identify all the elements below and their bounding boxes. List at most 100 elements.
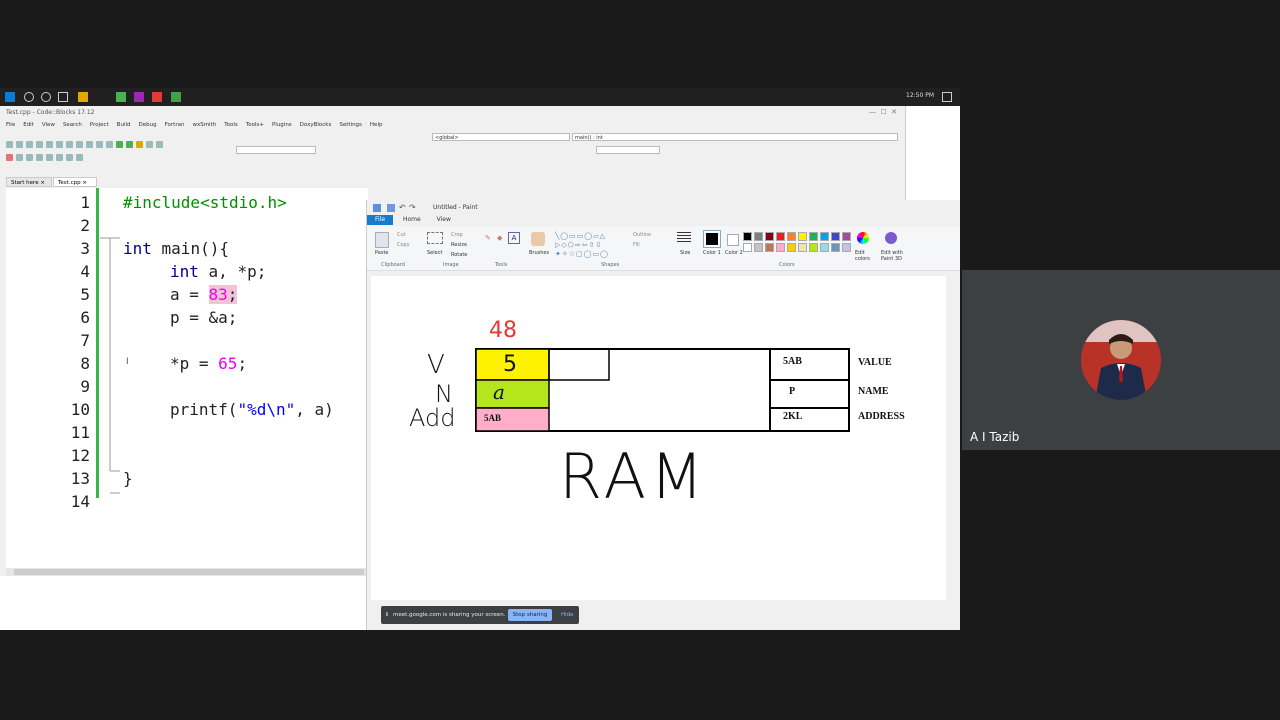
color-swatch[interactable] [820,243,829,252]
menu-item[interactable]: File [6,122,16,128]
copy-icon[interactable] [76,141,83,148]
color-swatch[interactable] [820,232,829,241]
scope-select[interactable]: <global> [432,133,570,141]
stop-sharing-button[interactable]: Stop sharing [508,609,552,621]
paste-button[interactable]: Paste [375,250,389,256]
menu-item[interactable]: Help [369,122,383,128]
menu-item[interactable]: Settings [339,122,362,128]
color-swatch[interactable] [765,232,774,241]
undo-icon[interactable] [46,141,53,148]
color-swatch[interactable] [798,243,807,252]
color-swatch[interactable] [754,232,763,241]
color-swatch[interactable] [787,232,796,241]
menu-item[interactable]: wxSmith [192,122,217,128]
save-icon[interactable] [26,141,33,148]
color1-button[interactable] [703,230,721,248]
rebuild-icon[interactable] [146,141,153,148]
color-swatch[interactable] [765,243,774,252]
new-file-icon[interactable] [6,141,13,148]
color-swatch[interactable] [776,232,785,241]
scrollbar-thumb[interactable] [14,569,364,575]
find-combo[interactable] [596,146,660,154]
menu-item[interactable]: Search [62,122,82,128]
color-swatch[interactable] [743,243,752,252]
menu-item[interactable]: DoxyBlocks [299,122,332,128]
window-controls[interactable]: — ☐ ✕ [868,108,897,116]
outline-button[interactable]: Outline [633,232,652,238]
paint-taskbar-icon[interactable] [134,92,144,102]
copy-button[interactable]: Copy [397,242,410,248]
fill-icon[interactable]: ◆ [497,234,503,242]
size-button[interactable]: Size [680,250,691,256]
redo-icon[interactable] [56,141,63,148]
text-tool-icon[interactable]: A [508,232,520,244]
color-swatch[interactable] [842,243,851,252]
color-swatch[interactable] [831,232,840,241]
crop-button[interactable]: Crop [451,232,463,238]
jump-back-icon[interactable] [26,154,33,161]
paint3d-icon[interactable] [885,232,897,244]
hide-button[interactable]: Hide [561,612,574,618]
codeblocks-taskbar-icon[interactable] [152,92,162,102]
color-swatch[interactable] [787,243,796,252]
color-swatch[interactable] [754,243,763,252]
color-swatch[interactable] [743,232,752,241]
menu-item[interactable]: Project [89,122,109,128]
file-explorer-icon[interactable] [78,92,88,102]
step-icon[interactable] [16,154,23,161]
bookmark-icon[interactable] [46,154,53,161]
open-icon[interactable] [16,141,23,148]
menu-item[interactable]: Build [116,122,131,128]
resize-button[interactable]: Resize [451,242,468,248]
code-editor[interactable]: 1 2 3 4 5 6 7 8 9 10 11 12 13 14 [6,188,368,568]
undo-icon[interactable]: ↶ [399,203,406,212]
meet-taskbar-icon[interactable] [171,92,181,102]
tab-view[interactable]: View [436,216,451,223]
abort-icon[interactable] [156,141,163,148]
comment-icon[interactable] [66,154,73,161]
build-run-icon[interactable] [136,141,143,148]
pencil-icon[interactable]: ✎ [485,234,491,242]
color2-button[interactable] [727,234,739,246]
color-swatch[interactable] [809,232,818,241]
replace-icon[interactable] [106,141,113,148]
cut-button[interactable]: Cut [397,232,406,238]
menu-item[interactable]: Edit [23,122,34,128]
run-icon[interactable] [126,141,133,148]
color-swatch[interactable] [831,243,840,252]
brushes-button[interactable]: Brushes [529,250,550,256]
fill-button[interactable]: Fill [633,242,640,248]
select-button[interactable]: Select [427,250,443,256]
color-palette[interactable] [743,232,857,254]
find-icon[interactable] [96,141,103,148]
tab-test-cpp[interactable]: Test.cpp × [53,177,97,187]
save-icon[interactable] [387,204,395,212]
cortana-icon[interactable] [41,92,51,102]
brushes-icon[interactable] [531,232,545,246]
paste-icon[interactable] [86,141,93,148]
save-all-icon[interactable] [36,141,43,148]
bookmark-next-icon[interactable] [56,154,63,161]
tab-home[interactable]: Home [403,216,421,223]
edit-colors-icon[interactable] [857,232,869,244]
search-icon[interactable] [24,92,34,102]
rotate-button[interactable]: Rotate [451,252,468,258]
cut-icon[interactable] [66,141,73,148]
task-view-icon[interactable] [58,92,68,102]
uncomment-icon[interactable] [76,154,83,161]
clock[interactable]: 12:50 PM [906,92,934,99]
edit-colors-button[interactable]: Edit colors [855,250,870,262]
menu-item[interactable]: Plugins [271,122,292,128]
color-swatch[interactable] [842,232,851,241]
color-swatch[interactable] [798,232,807,241]
paste-icon[interactable] [375,232,389,248]
menu-item[interactable]: Debug [138,122,157,128]
paint3d-button[interactable]: Edit with Paint 3D [881,250,903,262]
jump-forward-icon[interactable] [36,154,43,161]
select-icon[interactable] [427,232,443,244]
fold-markers[interactable] [100,188,120,508]
app-icon[interactable] [116,92,126,102]
menu-item[interactable]: Tools [224,122,238,128]
color-swatch[interactable] [809,243,818,252]
redo-icon[interactable]: ↷ [409,203,416,212]
